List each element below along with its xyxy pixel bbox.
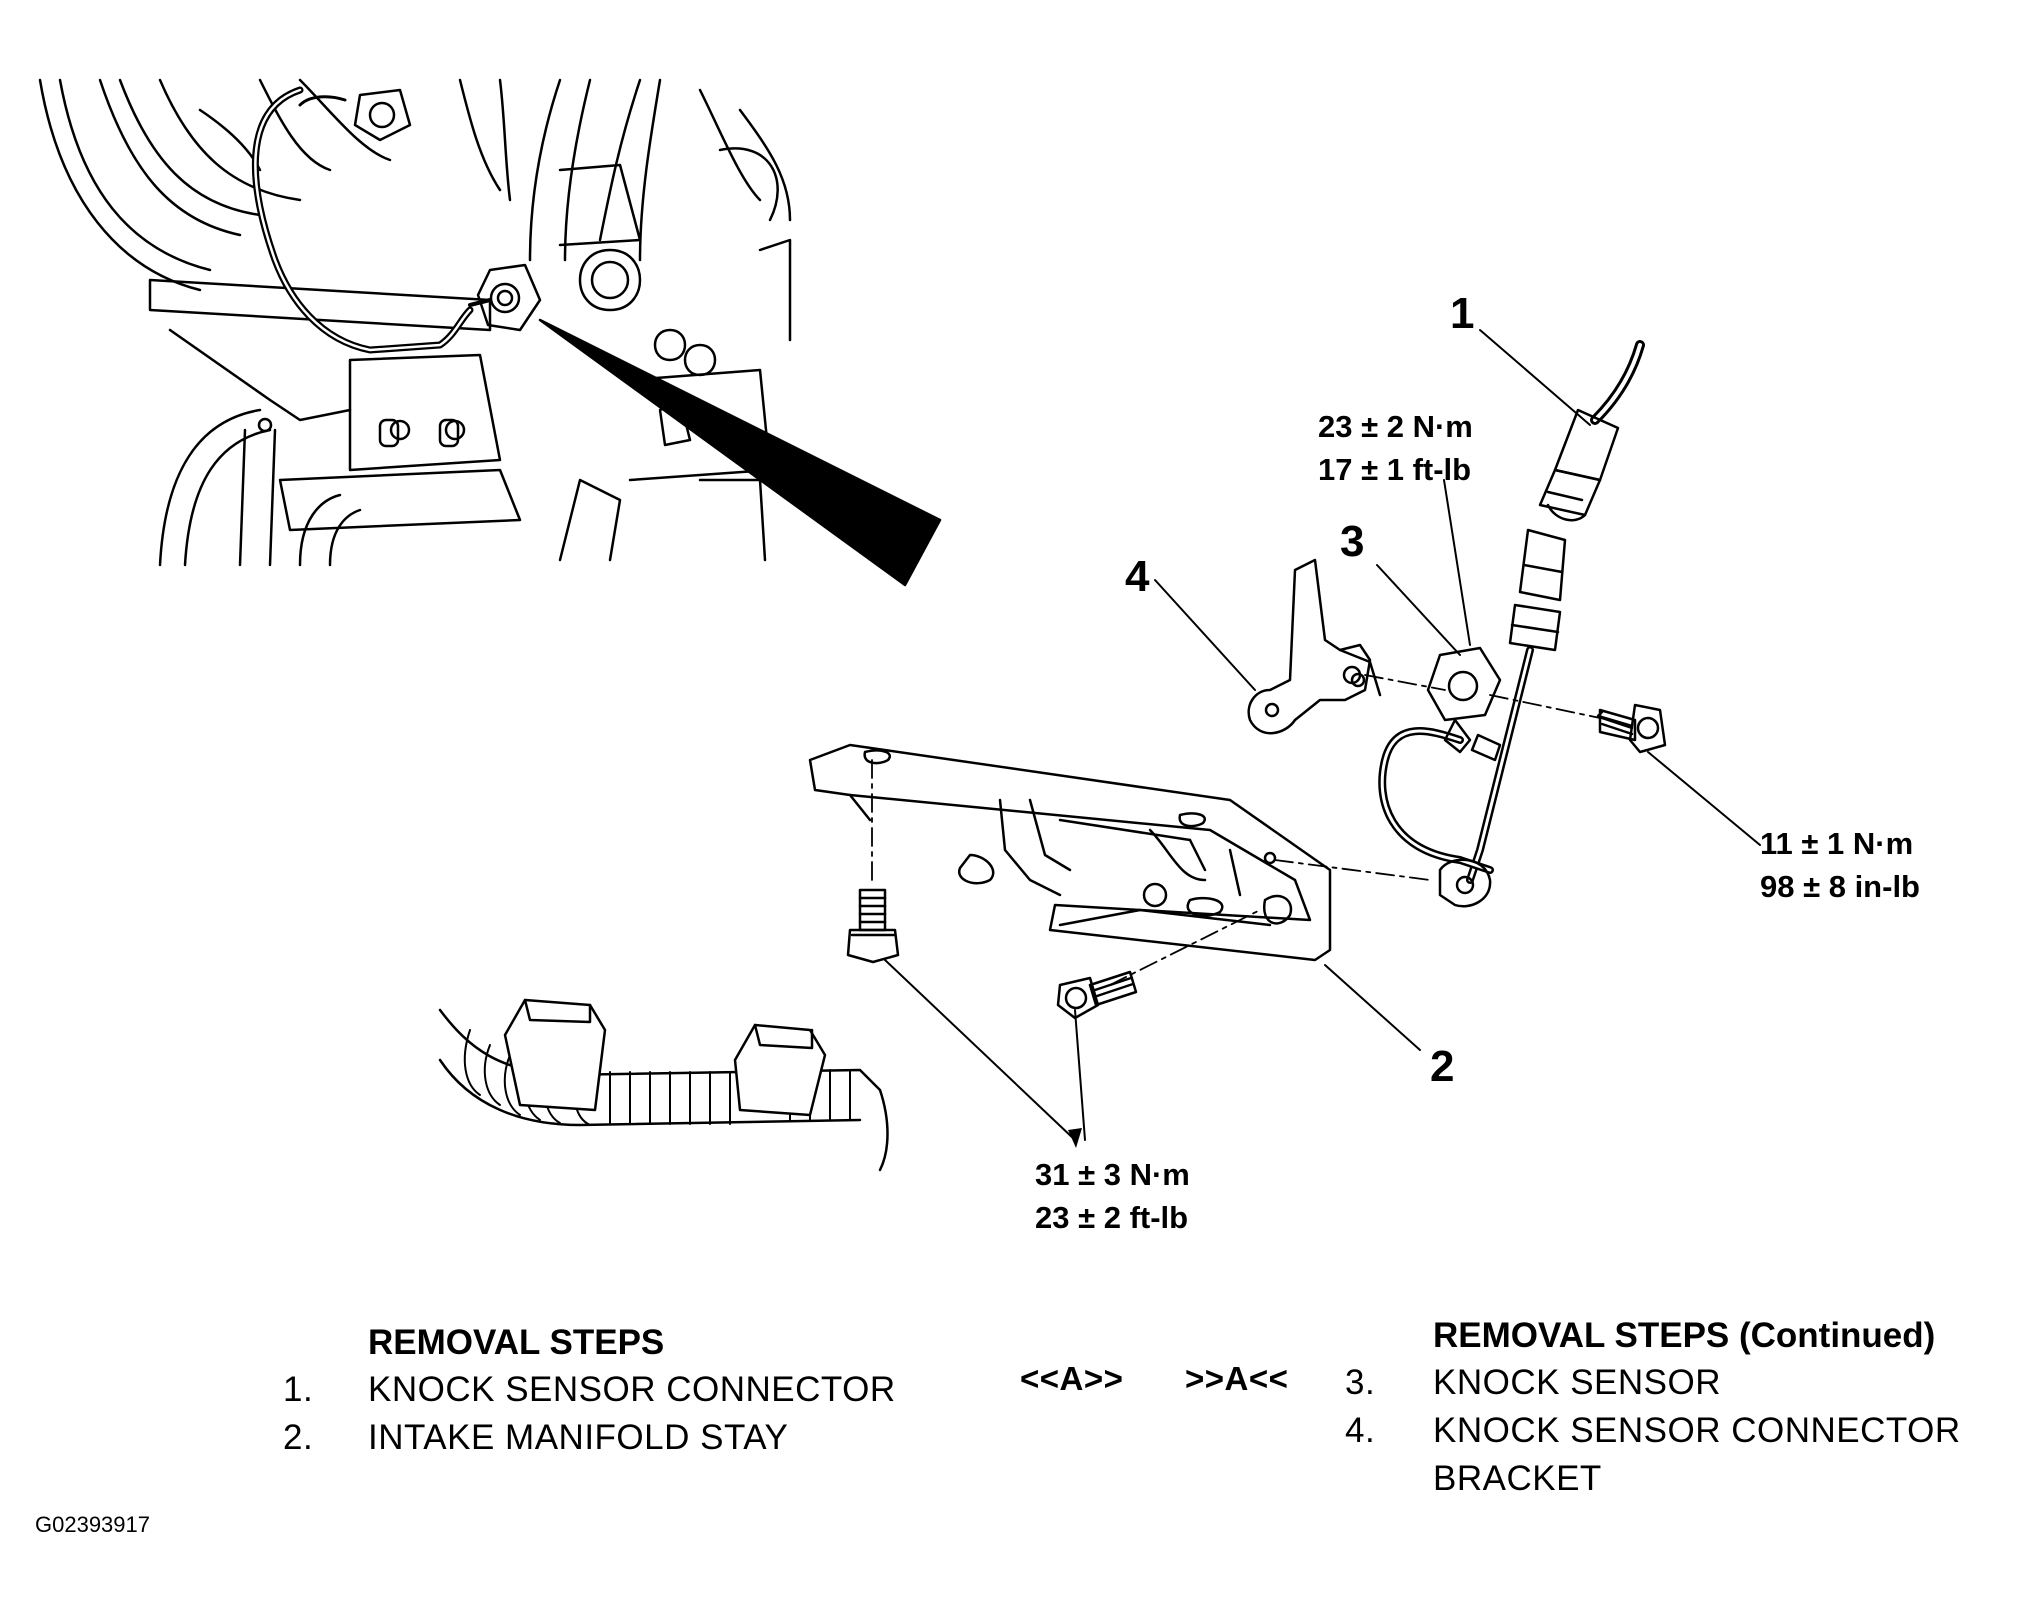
connector-bracket-part (1247, 558, 1382, 735)
torque-metric: 23 ± 2 N·m (1318, 409, 1473, 444)
callout-1: 1 (1450, 289, 1475, 338)
marker-right: >>A<< (1185, 1360, 1289, 1397)
torque-spec-bracket-bolt: 11 ± 1 N·m 98 ± 8 in-lb (1760, 822, 1920, 908)
removal-steps-heading: REMOVAL STEPS (368, 1323, 665, 1362)
leader-lines (884, 329, 1761, 1141)
step-text: KNOCK SENSOR CONNECTOR (1433, 1411, 1961, 1450)
intake-manifold-stay-part (808, 743, 1332, 962)
step-text: KNOCK SENSOR CONNECTOR (368, 1370, 896, 1409)
torque-metric: 31 ± 3 N·m (1035, 1157, 1190, 1192)
step-text: INTAKE MANIFOLD STAY (368, 1418, 789, 1457)
alignment-lines (871, 674, 1601, 986)
engine-location-inset (38, 78, 942, 587)
step-number: 4. (1345, 1411, 1376, 1450)
step-text: KNOCK SENSOR (1433, 1363, 1721, 1402)
torque-spec-stay-bolts: 31 ± 3 N·m 23 ± 2 ft-lb (1035, 1153, 1190, 1239)
torque-imperial: 17 ± 1 ft-lb (1318, 452, 1472, 487)
torque-spec-sensor: 23 ± 2 N·m 17 ± 1 ft-lb (1318, 405, 1473, 491)
callout-3: 3 (1340, 517, 1365, 566)
torque-metric: 11 ± 1 N·m (1760, 826, 1914, 861)
step-number: 3. (1345, 1363, 1376, 1402)
step-text-continuation: BRACKET (1433, 1459, 1602, 1498)
torque-imperial: 23 ± 2 ft-lb (1035, 1200, 1189, 1235)
step-number: 2. (283, 1418, 314, 1457)
step-number: 1. (283, 1370, 314, 1409)
callout-4: 4 (1125, 552, 1150, 601)
knock-sensor-connector-part (1538, 340, 1645, 522)
wire-harness (438, 998, 889, 1172)
bracket-bolt (1596, 703, 1667, 754)
torque-imperial: 98 ± 8 in-lb (1760, 869, 1920, 904)
stay-bolt-angled (1056, 970, 1138, 1020)
marker-left: <<A>> (1020, 1360, 1124, 1397)
removal-steps-continued-heading: REMOVAL STEPS (Continued) (1433, 1316, 1936, 1355)
figure-id: G02393917 (35, 1512, 150, 1537)
knock-sensor-part (1378, 528, 1567, 908)
stay-bolt-vertical (846, 888, 900, 964)
callout-2: 2 (1430, 1042, 1455, 1091)
